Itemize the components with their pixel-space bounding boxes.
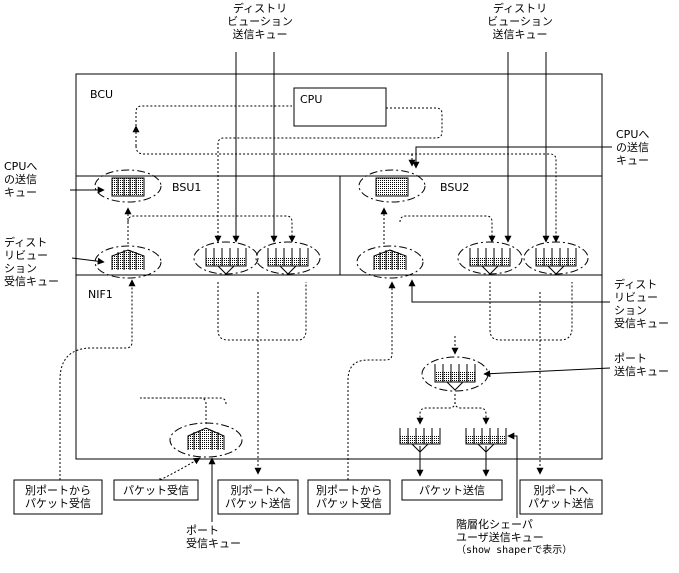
label-line: ディストリ [492,2,548,15]
label-line: パケット送信 [528,497,594,510]
label-cpu-send-right: CPUへ の送信 キュー [616,128,649,167]
label-cpu-send-left: CPUへ の送信 キュー [4,160,37,199]
label-line: 階層化シェーパ [456,518,533,531]
label-port-recv: ポート 受信キュー [186,524,241,550]
label-line: パケット受信 [25,497,91,510]
label-line: ポート [186,524,219,537]
queue-shaper-a [399,428,441,453]
box-packet-send [401,479,503,501]
text-to-other-port-1: 別ポートへ パケット送信 [218,484,298,510]
label-dist-recv-right: ディスト リビュー ション 受信キュー [614,278,669,330]
label-line: リビュー [614,291,658,304]
main-frame [75,73,603,460]
label-bcu: BCU [90,88,114,101]
label-shaper: 階層化シェーパ ユーザ送信キュー （show shaperで表示） [456,518,572,557]
label-line: ション [4,262,37,275]
label-line: ビューション [227,15,293,28]
label-line: （show shaperで表示） [456,545,573,556]
label-nif1: NIF1 [88,288,113,301]
queue-shaper-b [465,428,507,453]
text-from-other-port-2: 別ポートから パケット受信 [308,484,390,510]
label-line: 別ポートへ [230,484,286,497]
box-to-other-port-1 [217,479,299,515]
label-port-send: ポート 送信キュー [614,352,669,378]
pointer-lines [70,52,612,522]
label-line: 送信キュー [232,28,288,41]
label-dist-recv-left: ディスト リビュー ション 受信キュー [4,236,59,288]
box-to-other-port-2 [519,479,603,515]
label-line: 受信キュー [4,275,59,288]
queue-dist-recv-bsu1 [94,245,162,279]
queue-port-send [421,356,489,392]
label-cpu: CPU [300,93,323,106]
queue-dist-send-bsu2-a [457,241,523,275]
label-line: ビューション [487,15,553,28]
label-line: ディスト [4,236,48,249]
box-from-other-port-1 [13,479,103,515]
label-line: 別ポートから [25,484,91,497]
queue-cpu-send-bsu2 [358,169,426,203]
box-from-other-port-2 [307,479,391,515]
label-line: 送信キュー [492,28,548,41]
label-line: パケット受信 [316,497,382,510]
queue-dist-send-bsu1-b [255,241,321,275]
box-packet-recv [113,479,199,501]
queue-dist-send-bsu2-b [523,241,589,275]
text-to-other-port-2: 別ポートへ パケット送信 [520,484,602,510]
label-dist-send-top-left: ディストリ ビューション 送信キュー [220,2,300,41]
label-line: ディスト [614,278,658,291]
label-line: CPUへ [4,160,38,173]
cpu-box [293,87,387,127]
label-line: ポート [614,352,647,365]
label-line: キュー [4,186,37,199]
label-line: 送信キュー [614,365,669,378]
label-line: 受信キュー [186,537,241,550]
label-line: 別ポートへ [533,484,589,497]
text-packet-send: パケット送信 [419,484,485,497]
label-dist-send-top-right: ディストリ ビューション 送信キュー [480,2,560,41]
label-line: リビュー [4,249,48,262]
label-bsu2: BSU2 [440,181,470,194]
label-line: 受信キュー [614,317,669,330]
label-line: ディストリ [232,2,288,15]
dotted-flows [59,105,573,481]
label-line: の送信 [4,173,37,186]
label-line: キュー [616,154,649,167]
text-from-other-port-1: 別ポートから パケット受信 [14,484,102,510]
queue-port-recv [169,422,243,458]
label-bsu1: BSU1 [172,181,202,194]
label-line: ション [614,304,647,317]
queue-cpu-send-bsu1 [94,169,162,203]
queue-dist-send-bsu1-a [193,241,259,275]
label-line: 別ポートから [316,484,382,497]
label-line: パケット送信 [225,497,291,510]
text-packet-recv: パケット受信 [123,484,189,497]
label-line: ユーザ送信キュー [456,531,544,544]
queue-dist-recv-bsu2 [356,245,424,279]
label-line: CPUへ [616,128,650,141]
label-line: の送信 [616,141,649,154]
